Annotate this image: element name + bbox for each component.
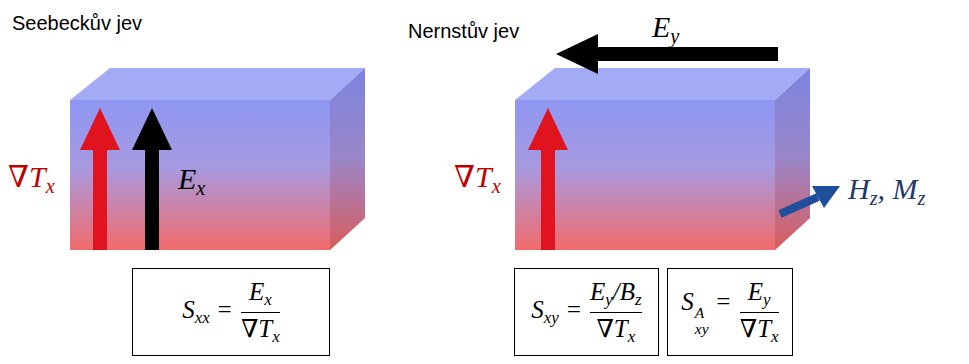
denominator: ∇Tx <box>740 315 779 346</box>
text-part: S <box>531 296 544 323</box>
text-part: x <box>272 326 280 345</box>
text-part: E <box>178 162 196 195</box>
text-part: xy <box>695 321 709 337</box>
text-part: x <box>264 290 272 309</box>
numerator: Ex <box>249 278 272 309</box>
block-front <box>70 100 330 250</box>
text-part: xy <box>544 308 559 327</box>
text-part: y <box>763 290 771 309</box>
formula-lhs: SAxy = <box>681 288 731 337</box>
sample-block <box>515 34 840 250</box>
text-part: y <box>605 290 613 309</box>
text-part: , <box>878 172 893 205</box>
fraction-bar <box>740 312 779 313</box>
numerator: Ey/Bz <box>590 278 642 309</box>
text-part: = <box>559 296 582 323</box>
block-side <box>330 68 365 250</box>
gradient-arrow <box>528 108 568 250</box>
formula-box: Sxy =Ey/Bz∇Tx <box>514 268 659 356</box>
text-part: xx <box>195 308 210 327</box>
sample-block <box>70 68 365 250</box>
text-part: x <box>492 175 501 197</box>
quantity-label: Ex <box>178 162 205 200</box>
text-part: B <box>620 278 635 305</box>
text-part: E <box>249 278 264 305</box>
text-part: z <box>870 187 878 209</box>
text-part: E <box>590 278 605 305</box>
denominator: ∇Tx <box>596 315 635 346</box>
text-part: T <box>29 160 46 193</box>
index-stack: Axy <box>695 305 709 336</box>
text-part: z <box>918 187 926 209</box>
panel-title: Nernstův jev <box>408 20 519 43</box>
text-part: = <box>210 296 233 323</box>
text-part: x <box>628 326 636 345</box>
text-part: y <box>670 25 679 47</box>
text-part: H <box>848 172 870 205</box>
text-part: T <box>258 315 272 342</box>
fraction-bar <box>241 312 280 313</box>
text-part: ∇ <box>8 160 29 193</box>
text-part: = <box>709 288 732 315</box>
formula-box: SAxy = Ey ∇Tx <box>667 268 793 356</box>
fraction: Ey/Bz∇Tx <box>590 278 642 346</box>
text-part: M <box>893 172 918 205</box>
denominator: ∇Tx <box>241 315 280 346</box>
text-part: S <box>182 296 195 323</box>
block-side <box>775 68 810 250</box>
block-top <box>515 68 810 100</box>
fraction: Ey ∇Tx <box>740 278 779 346</box>
block-top <box>70 68 365 100</box>
text-part: x <box>46 175 55 197</box>
text-part: ∇ <box>596 315 613 342</box>
magnetic-arrow-head <box>812 186 840 208</box>
panel-title: Seebeckův jev <box>12 12 142 35</box>
field-arrow <box>132 108 172 250</box>
text-part: S <box>681 288 694 315</box>
formula-lhs: Sxx = <box>182 296 233 327</box>
text-part: ∇ <box>241 315 258 342</box>
formula-lhs: Sxy = <box>531 296 582 327</box>
text-part: T <box>475 160 492 193</box>
formula-box: Sxx =Ex∇Tx <box>132 268 330 356</box>
magnetic-arrow <box>780 197 818 214</box>
numerator: Ey <box>748 278 771 309</box>
text-part: ∇ <box>740 315 757 342</box>
text-part: A <box>695 305 709 321</box>
fraction-bar <box>590 312 642 313</box>
gradient-arrow <box>80 108 120 250</box>
text-part: T <box>614 315 628 342</box>
text-part: E <box>748 278 763 305</box>
quantity-label: ∇Tx <box>454 160 501 198</box>
quantity-label: Ey <box>652 10 679 48</box>
quantity-label: Hz, Mz <box>848 172 926 210</box>
text-part: E <box>652 10 670 43</box>
block-front <box>515 100 775 250</box>
quantity-label: ∇Tx <box>8 160 55 198</box>
text-part: ∇ <box>454 160 475 193</box>
text-part: x <box>196 177 205 199</box>
text-part: x <box>771 326 779 345</box>
fraction: Ex∇Tx <box>241 278 280 346</box>
text-part: / <box>613 278 620 305</box>
text-part: z <box>635 290 642 309</box>
text-part: T <box>757 315 771 342</box>
